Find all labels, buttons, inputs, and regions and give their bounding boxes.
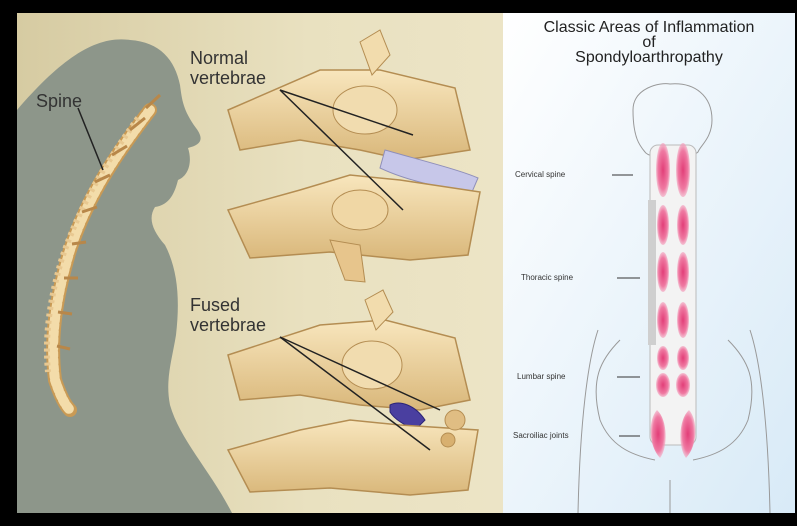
region-label-thoracic: Thoracic spine (521, 273, 573, 282)
region-label-sacroiliac: Sacroiliac joints (513, 431, 569, 440)
title-line3: Spondyloarthropathy (503, 50, 795, 65)
fused-label-line2: vertebrae (190, 315, 266, 335)
normal-label-line2: vertebrae (190, 68, 266, 88)
spine-column (648, 145, 696, 445)
spine-label: Spine (36, 91, 82, 111)
diagram-title: Classic Areas of Inflammation of Spondyl… (503, 20, 795, 65)
title-line2: of (503, 35, 795, 50)
region-label-cervical: Cervical spine (515, 170, 565, 179)
fused-vertebrae-label: Fused vertebrae (190, 295, 266, 335)
normal-vertebrae-label: Normal vertebrae (190, 48, 266, 88)
region-label-lumbar: Lumbar spine (517, 372, 565, 381)
title-line1: Classic Areas of Inflammation (503, 20, 795, 35)
fused-label-line1: Fused (190, 295, 266, 315)
normal-label-line1: Normal (190, 48, 266, 68)
